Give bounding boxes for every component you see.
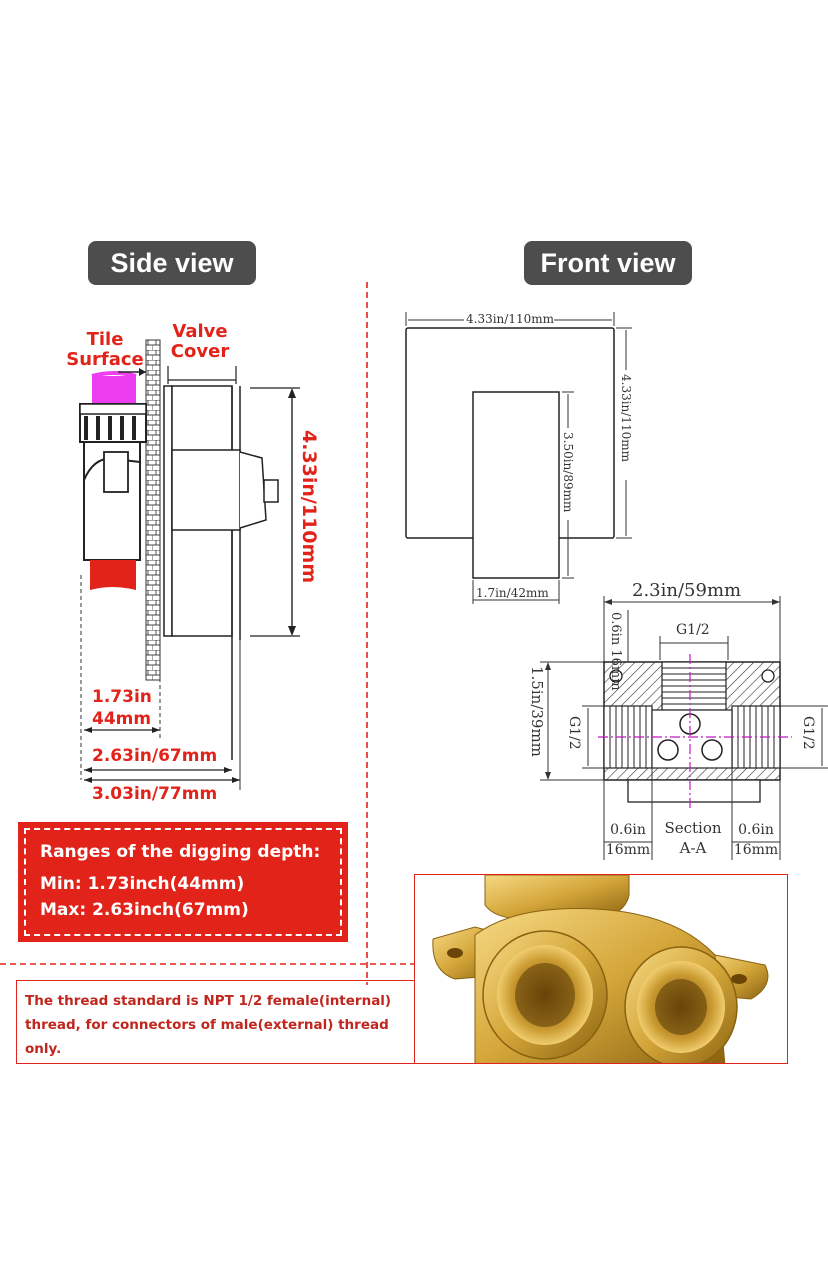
front-height-dimension: 4.33in/110mm [619,374,633,462]
digging-depth-title: Ranges of the digging depth: [40,842,321,862]
thread-note-box: The thread standard is NPT 1/2 female(in… [16,980,416,1064]
front-view-heading: Front view [524,241,692,285]
digging-depth-min: Min: 1.73inch(44mm) [40,874,245,894]
section-height-dimension: 1.5in/39mm [528,666,546,757]
front-width-dimension: 4.33in/110mm [466,312,554,326]
depth-max-dimension: 3.03in/77mm [92,784,218,804]
section-right-thread: G1/2 [800,716,816,750]
brass-valve-illustration [415,875,787,1063]
brass-valve-photo [414,874,788,1064]
section-top-thread: G1/2 [676,622,710,638]
handle-height-dimension: 3.50in/89mm [561,432,575,513]
section-width-dimension: 2.3in/59mm [632,580,742,601]
handle-width-dimension: 1.7in/42mm [476,586,549,600]
side-height-dimension: 4.33in/110mm [298,430,320,584]
side-view-heading: Side view [88,241,256,285]
section-top-offset: 0.6in 16mm [608,612,623,691]
digging-depth-box: Ranges of the digging depth: Min: 1.73in… [18,822,348,942]
section-left-thread: G1/2 [566,716,582,750]
digging-depth-max: Max: 2.63inch(67mm) [40,900,249,920]
depth-mid-dimension: 2.63in/67mm [92,746,218,766]
